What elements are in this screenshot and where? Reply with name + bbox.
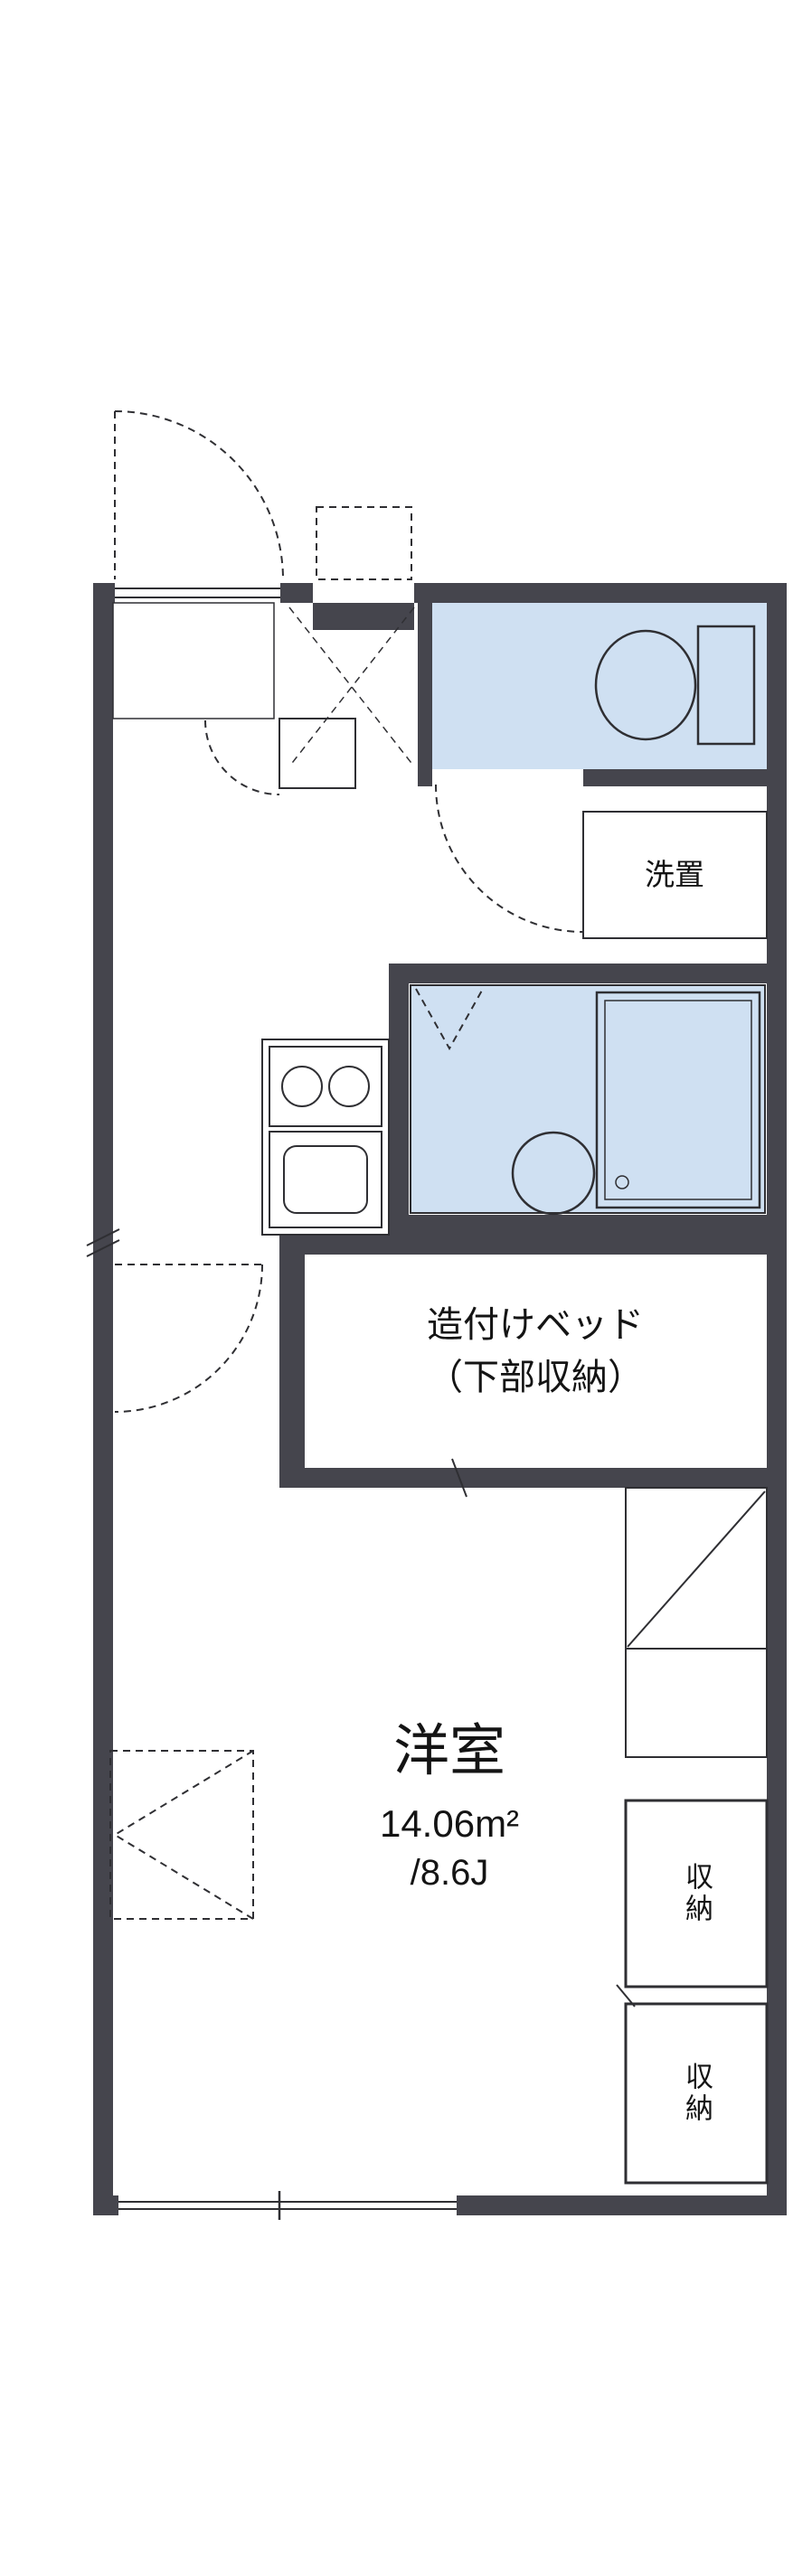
shoe-cabinet: [279, 718, 356, 789]
main-room-area-m2: 14.06m²: [379, 1801, 520, 1845]
fridge-space-outline: [625, 1487, 768, 1758]
genkan-swing-mark-1: [288, 606, 415, 767]
washer-space-box: [582, 811, 768, 939]
entrance-door-open-leaf: [316, 506, 412, 580]
genkan: [112, 602, 356, 795]
main-room-door-arc: [114, 1264, 263, 1413]
stove-burner-right: [328, 1066, 370, 1107]
washer-space-label: 洗置: [645, 857, 704, 891]
bathroom-top-wall: [389, 964, 787, 983]
stove-unit: [269, 1046, 382, 1127]
closet-junction-tick: [616, 1984, 636, 2007]
fridge-space-diagonal: [627, 1490, 766, 1648]
toilet-tank: [696, 625, 756, 746]
furniture-space-outline: [109, 1750, 254, 1920]
washbasin: [511, 1131, 596, 1216]
bed-area-left-wall: [279, 1235, 305, 1488]
floor-fills: [411, 603, 767, 1213]
main-room-door: [114, 1264, 263, 1413]
built-in-bed-label-line2: （下部収納）: [427, 1358, 644, 1397]
main-room-area-jo: /8.6J: [410, 1853, 489, 1893]
kitchen-counter: [261, 1039, 390, 1236]
wall-right: [767, 583, 787, 2215]
bed-area-bottom-wall: [279, 1468, 787, 1488]
bed-wall-tick: [451, 1458, 467, 1498]
bathroom-border: [410, 984, 766, 1214]
bathroom-left-wall: [389, 964, 409, 1235]
wall-bottom-segment-2: [457, 2195, 787, 2215]
left-wall-tick-1: [86, 1228, 120, 1246]
wall-top-segment-2: [280, 583, 313, 603]
bathroom-floor: [411, 985, 765, 1213]
wall-top-segment-3: [414, 583, 787, 603]
furniture-space-mark-1: [114, 1750, 254, 1836]
entrance-door: [114, 410, 415, 767]
wall-left: [93, 583, 113, 2215]
furniture-space-mark-2: [114, 1834, 254, 1920]
toilet-bottom-wall: [583, 769, 787, 786]
sink-unit: [269, 1131, 382, 1228]
wall-ticks: [86, 1228, 467, 1498]
walls: [93, 583, 787, 2215]
bathroom-bottom-wall: [389, 1215, 787, 1235]
top-window: [115, 588, 280, 598]
bathroom: [410, 984, 766, 1216]
closets: [616, 1799, 769, 2185]
washroom-door-arc: [435, 784, 584, 933]
sink-basin: [283, 1145, 368, 1214]
closet-bottom-label: 収納: [681, 2062, 713, 2125]
bathroom-folding-door: [415, 988, 484, 1051]
built-in-bed-label-line1: 造付けベッド: [427, 1305, 644, 1345]
closet-bottom-box: [624, 2002, 769, 2185]
closet-top-box: [624, 1799, 769, 1988]
bathtub-inner-rim: [604, 1000, 752, 1200]
bottom-window: [118, 2191, 457, 2220]
closet-top-label: 収納: [681, 1862, 713, 1925]
furniture-space: [109, 1750, 254, 1920]
entrance-door-swing-arc: [114, 410, 284, 580]
bed-area-top-wall: [279, 1235, 787, 1255]
genkan-step-outline: [112, 602, 275, 719]
cabinet-door-arc: [204, 719, 280, 795]
bathtub-drain: [615, 1175, 629, 1189]
main-room-name: 洋室: [392, 1719, 506, 1782]
bathtub: [595, 991, 761, 1209]
wall-top-segment-1: [93, 583, 115, 603]
toilet: [594, 625, 756, 746]
stove-burner-left: [281, 1066, 323, 1107]
toilet-bowl: [594, 629, 697, 741]
left-wall-tick-2: [86, 1239, 120, 1257]
fridge-space: [625, 1487, 768, 1758]
toilet-left-wall: [418, 583, 432, 786]
entrance-door-sill: [313, 603, 414, 630]
toilet-room-floor: [432, 603, 767, 769]
genkan-swing-mark-2: [288, 606, 415, 767]
kitchen: [261, 1039, 390, 1236]
wall-bottom-segment-1: [93, 2195, 118, 2215]
